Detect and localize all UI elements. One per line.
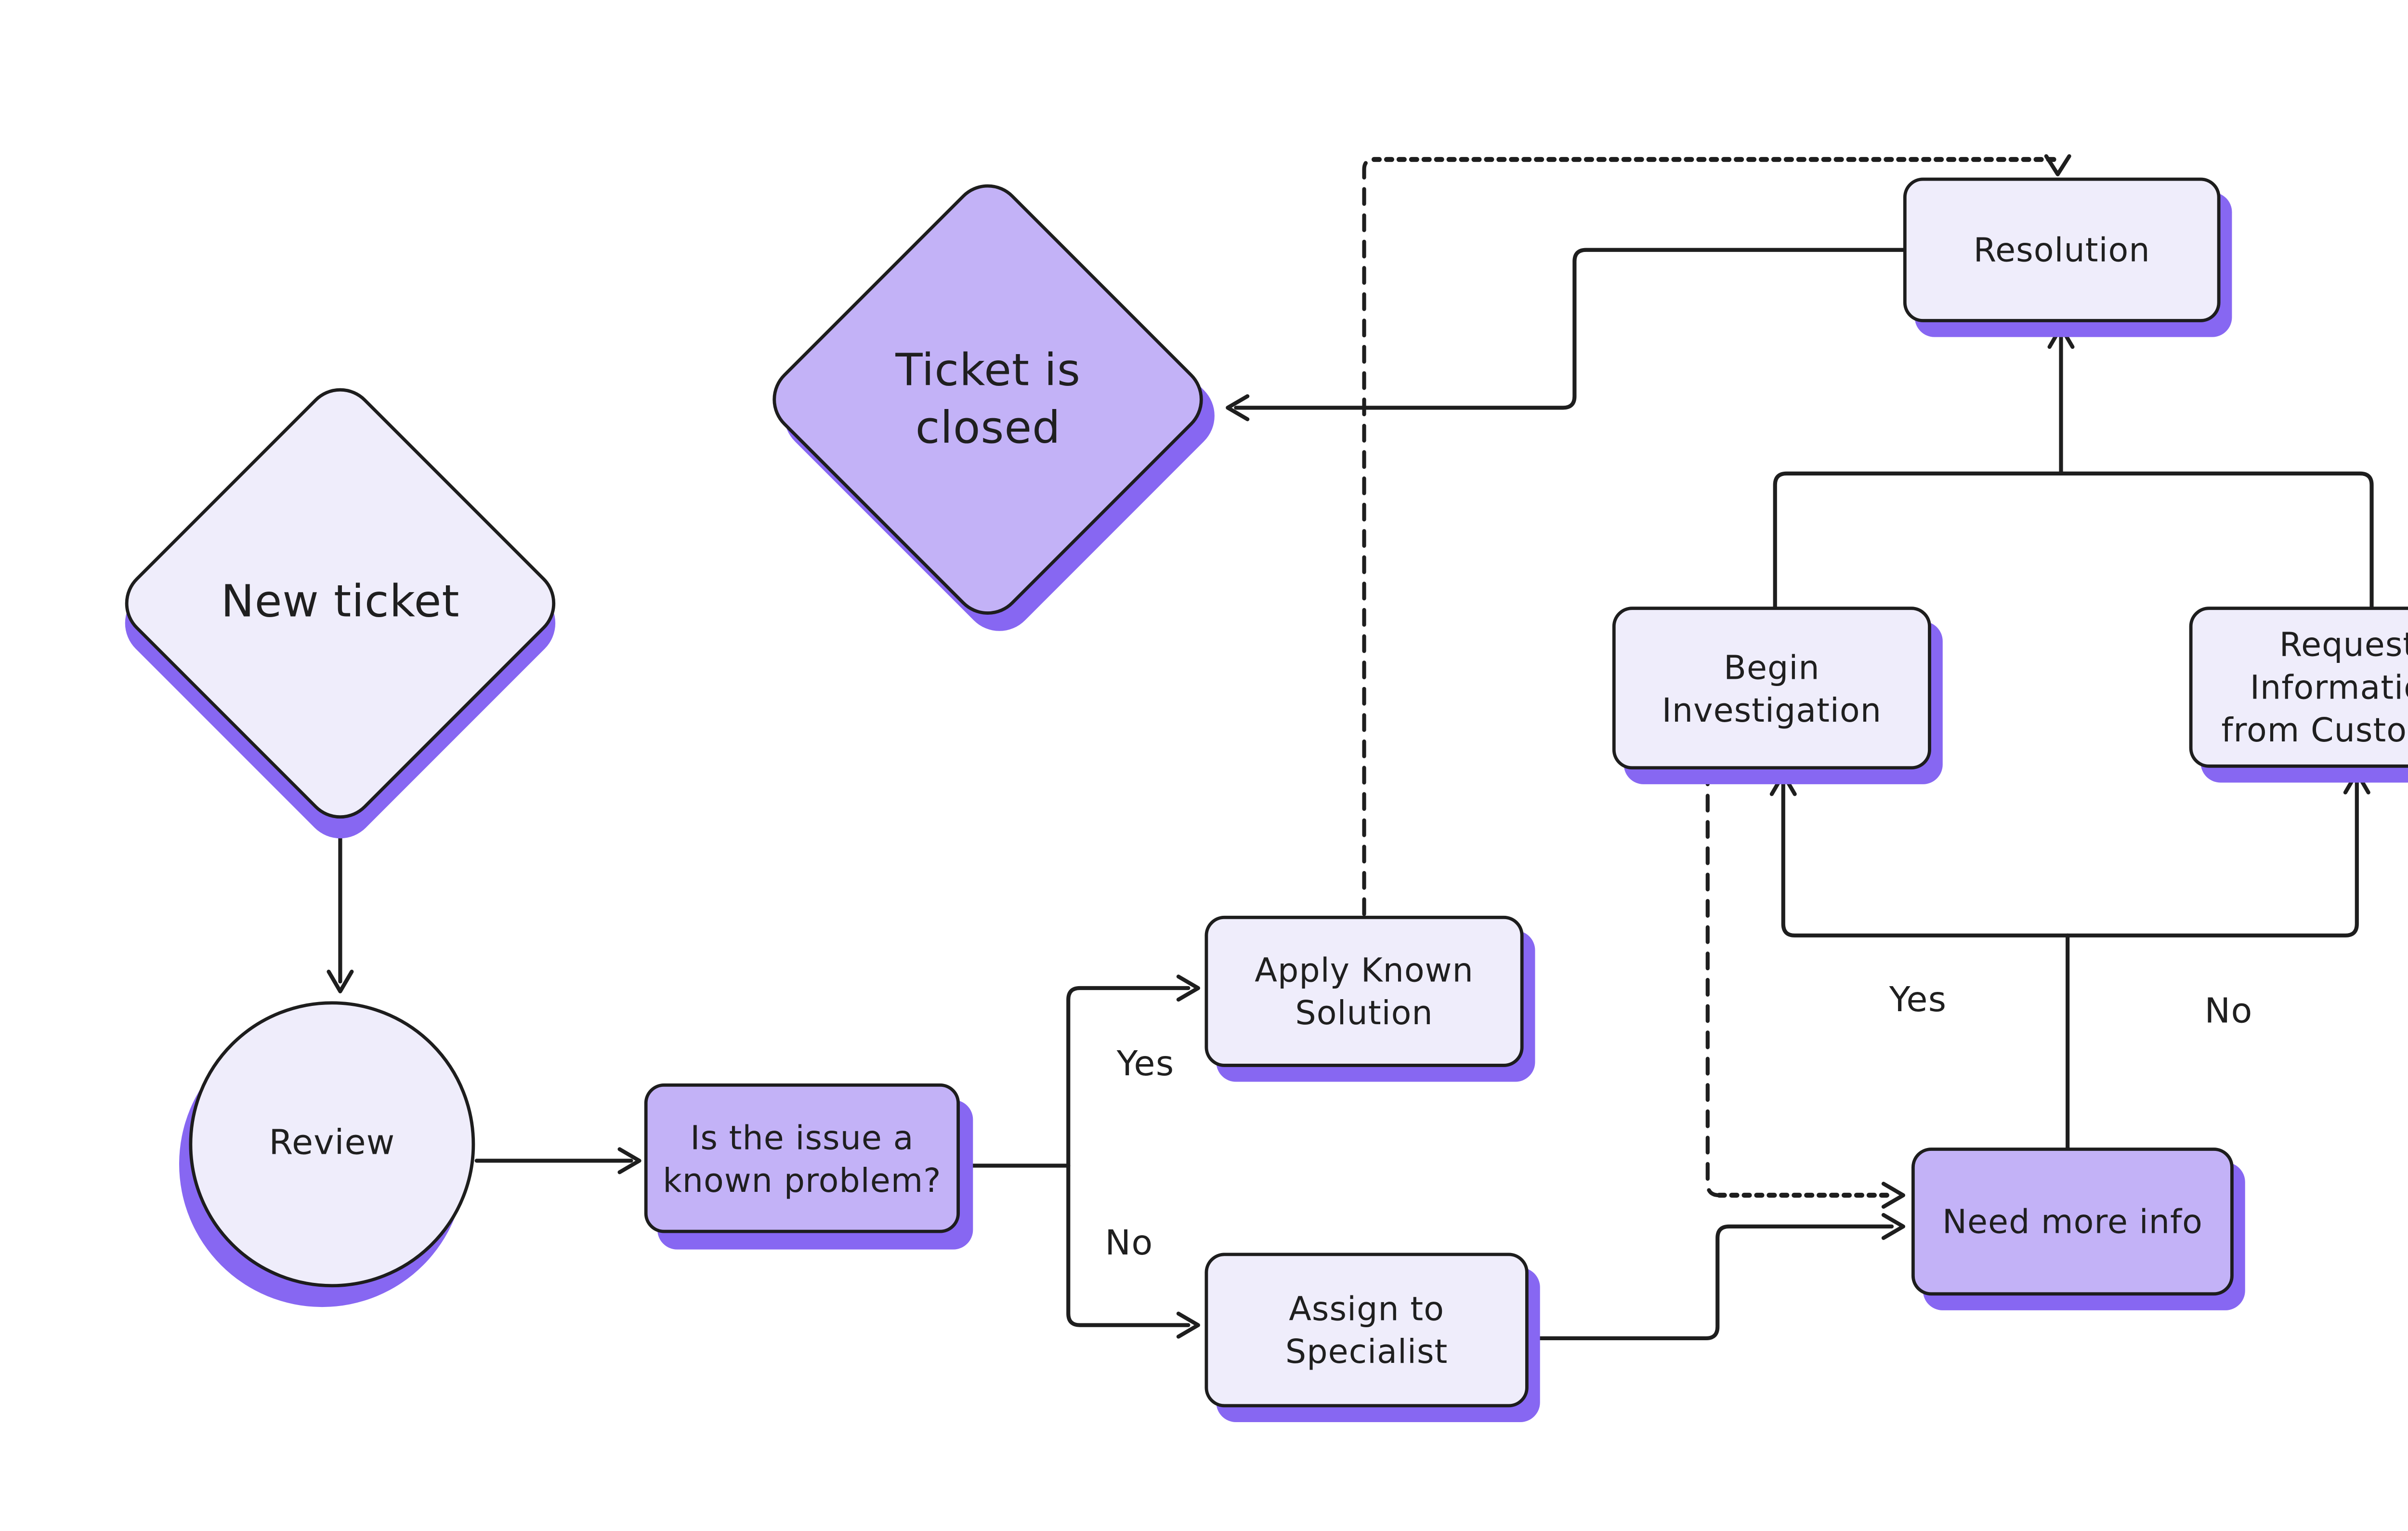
node-new-ticket-label: New ticket [221,578,460,629]
node-known-problem: Is the issue a known problem? [644,1083,960,1233]
node-need-more-info-label: Need more info [1942,1201,2203,1241]
node-ticket-closed-label: Ticket is closed [895,345,1081,454]
edge-known-problem-to-apply-and-assign [957,975,1200,1339]
node-assign-to-specialist-label: Assign to Specialist [1285,1289,1448,1372]
node-resolution-label: Resolution [1973,230,2150,270]
edge-label-need-info-no: No [2204,991,2253,1031]
arrowhead-right [1881,1213,1906,1240]
edge-label-known-problem-yes: Yes [1116,1044,1175,1083]
arrowhead-left [1226,394,1250,422]
edge-begin-to-need-info-dashed [1705,767,1906,1209]
node-resolution: Resolution [1903,177,2221,322]
edge-apply-to-resolution-dashed [1362,154,2071,916]
edge-new-ticket-to-review [327,834,354,993]
node-apply-known-solution-label: Apply Known Solution [1255,950,1474,1033]
node-begin-investigation: Begin Investigation [1612,607,1931,770]
edge-need-info-to-begin-and-request [1769,770,2370,1150]
arrowhead-right [1881,1182,1906,1209]
edge-label-known-problem-no: No [1105,1223,1153,1263]
arrowhead-up [1769,772,1797,796]
node-need-more-info: Need more info [1911,1148,2234,1296]
edge-resolution-to-ticket-closed [1226,248,1906,422]
node-request-information: Request Information from Customer [2189,607,2408,768]
arrowhead-down [327,969,354,993]
node-request-information-label: Request Information from Customer [2221,624,2408,750]
edge-merge-to-resolution [1773,325,2374,609]
node-review-label: Review [269,1123,395,1163]
arrowhead-up [2343,770,2370,795]
edge-review-to-known-problem [474,1147,641,1175]
arrowhead-up [2047,325,2075,349]
node-review: Review [189,1001,475,1288]
arrowhead-right [1176,1311,1200,1339]
arrowhead-right [617,1147,641,1175]
arrowhead-down [2044,154,2071,176]
node-begin-investigation-label: Begin Investigation [1662,647,1882,729]
edge-label-need-info-yes: Yes [1889,979,1947,1019]
node-known-problem-label: Is the issue a known problem? [663,1117,942,1200]
node-apply-known-solution: Apply Known Solution [1204,915,1524,1067]
edge-assign-to-need-info [1526,1213,1906,1341]
node-assign-to-specialist: Assign to Specialist [1204,1253,1529,1408]
arrowhead-right [1176,975,1200,1002]
